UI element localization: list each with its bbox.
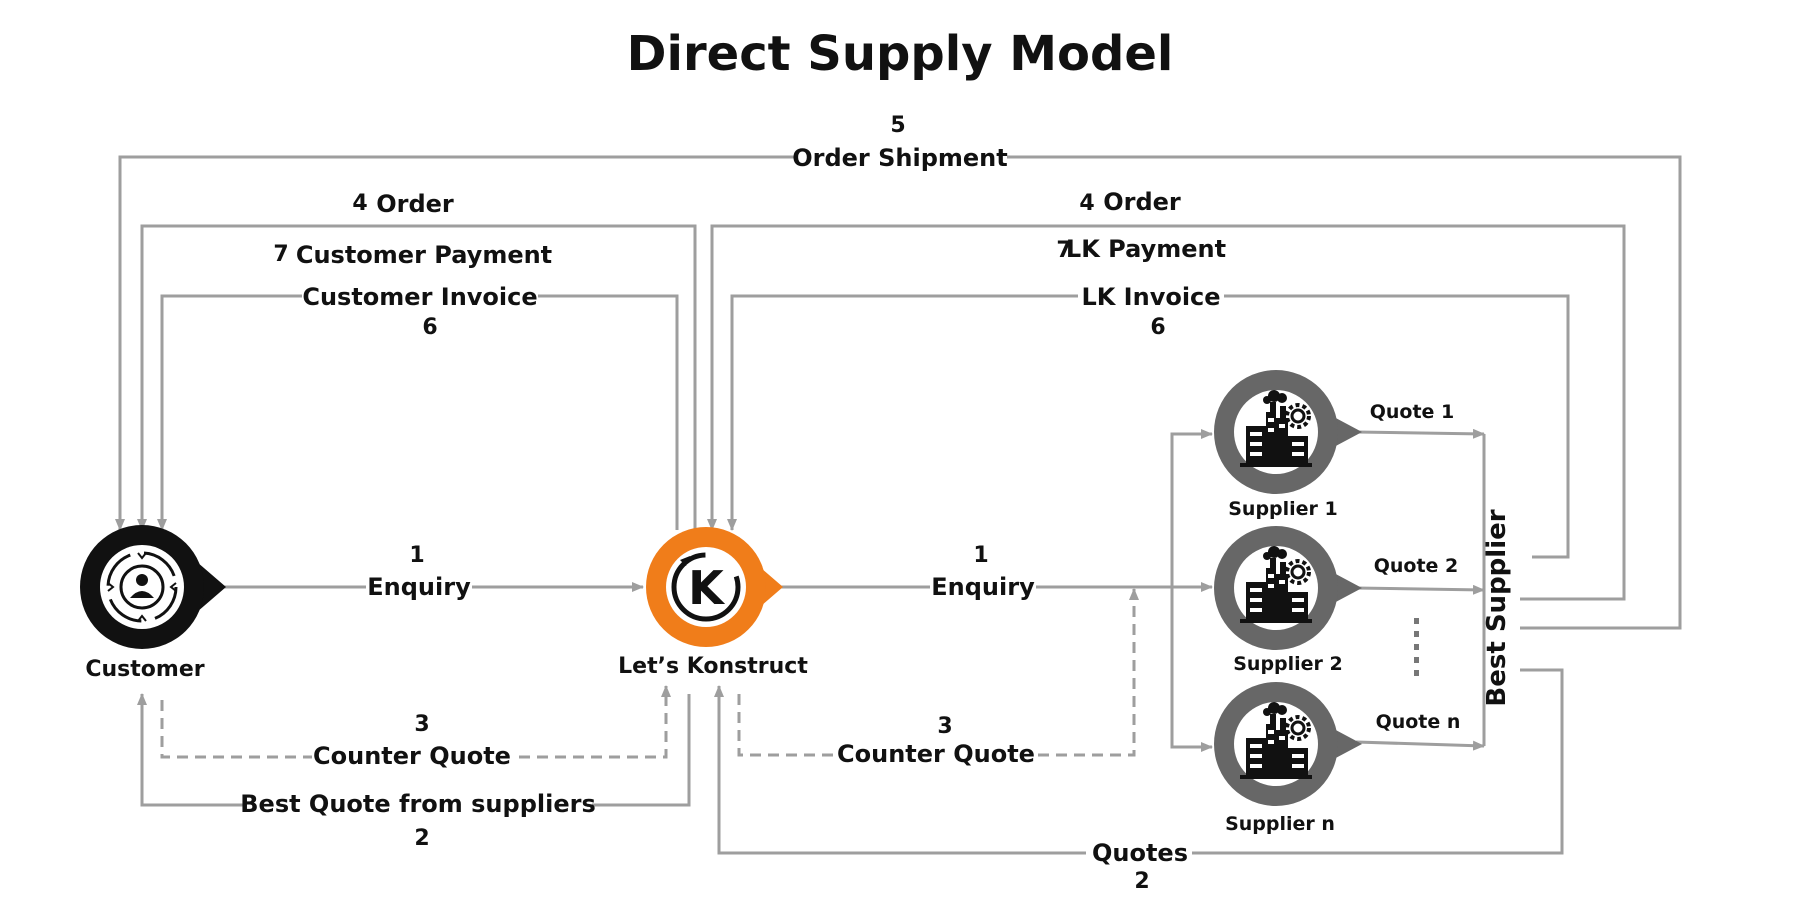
customer-invoice-num: 6 bbox=[422, 315, 437, 340]
quotes-line bbox=[714, 668, 1564, 855]
enquiry-right-label: Enquiry bbox=[931, 573, 1035, 601]
order-left-line bbox=[137, 224, 697, 531]
quote2-line bbox=[1355, 584, 1485, 595]
factory-gear-icon bbox=[1232, 700, 1320, 788]
best-quote-label: Best Quote from suppliers bbox=[240, 790, 595, 818]
order-shipment-line bbox=[115, 155, 1682, 630]
suppliern-label: Supplier n bbox=[1225, 813, 1335, 835]
counter-quote-left-num: 3 bbox=[414, 712, 429, 737]
factory-gear-icon bbox=[1232, 388, 1320, 476]
quote2-label: Quote 2 bbox=[1374, 555, 1459, 577]
enquiry-to-suppliern-line bbox=[1170, 587, 1213, 752]
more-suppliers-dots bbox=[1414, 618, 1419, 676]
enquiry-left-label: Enquiry bbox=[367, 573, 471, 601]
order-shipment-num: 5 bbox=[890, 113, 905, 138]
order-left-num: 4 bbox=[352, 191, 367, 216]
quoten-line bbox=[1355, 740, 1485, 751]
supplier1-node bbox=[1214, 370, 1362, 494]
lk-invoice-line bbox=[727, 294, 1570, 559]
page-title: Direct Supply Model bbox=[627, 26, 1174, 82]
customer-node bbox=[80, 525, 226, 649]
counter-quote-left-label: Counter Quote bbox=[313, 742, 511, 770]
customer-payment-num: 7 bbox=[273, 242, 288, 267]
lk-payment-label: LK Payment bbox=[1066, 235, 1226, 263]
lk-node: K bbox=[646, 527, 783, 647]
order-left-label: Order bbox=[376, 190, 454, 218]
quote1-line bbox=[1355, 428, 1485, 439]
counter-quote-right-num: 3 bbox=[937, 714, 952, 739]
lk-payment-num: 7 bbox=[1056, 238, 1071, 263]
suppliern-node bbox=[1214, 682, 1362, 806]
lk-invoice-label: LK Invoice bbox=[1081, 283, 1220, 311]
quotes-label: Quotes bbox=[1092, 839, 1188, 867]
customer-payment-label: Customer Payment bbox=[296, 241, 552, 269]
lk-logo-icon: K bbox=[671, 552, 741, 622]
enquiry-left-num: 1 bbox=[409, 543, 424, 568]
order-right-line bbox=[707, 224, 1626, 601]
enquiry-right-num: 1 bbox=[973, 543, 988, 568]
lk-label: Let’s Konstruct bbox=[618, 654, 808, 679]
supplier1-label: Supplier 1 bbox=[1228, 498, 1338, 520]
order-right-label: Order bbox=[1103, 188, 1181, 216]
quote1-label: Quote 1 bbox=[1370, 401, 1455, 423]
quotes-num: 2 bbox=[1134, 869, 1149, 894]
enquiry-to-supplier1-line bbox=[1170, 429, 1213, 587]
order-shipment-label: Order Shipment bbox=[792, 144, 1008, 172]
customer-invoice-label: Customer Invoice bbox=[302, 283, 537, 311]
supplier2-label: Supplier 2 bbox=[1233, 653, 1343, 675]
supplier2-node bbox=[1214, 526, 1362, 650]
order-right-num: 4 bbox=[1079, 191, 1094, 216]
best-supplier-label: Best Supplier bbox=[1482, 509, 1512, 706]
counter-quote-right-label: Counter Quote bbox=[837, 740, 1035, 768]
customer-label: Customer bbox=[85, 657, 204, 682]
lk-logo-letter: K bbox=[688, 561, 726, 615]
customer-invoice-line bbox=[157, 294, 679, 531]
quoten-label: Quote n bbox=[1376, 711, 1461, 733]
best-quote-num: 2 bbox=[414, 826, 429, 851]
customer-cycle-icon bbox=[106, 551, 178, 623]
lk-invoice-num: 6 bbox=[1150, 315, 1165, 340]
factory-gear-icon bbox=[1232, 544, 1320, 632]
